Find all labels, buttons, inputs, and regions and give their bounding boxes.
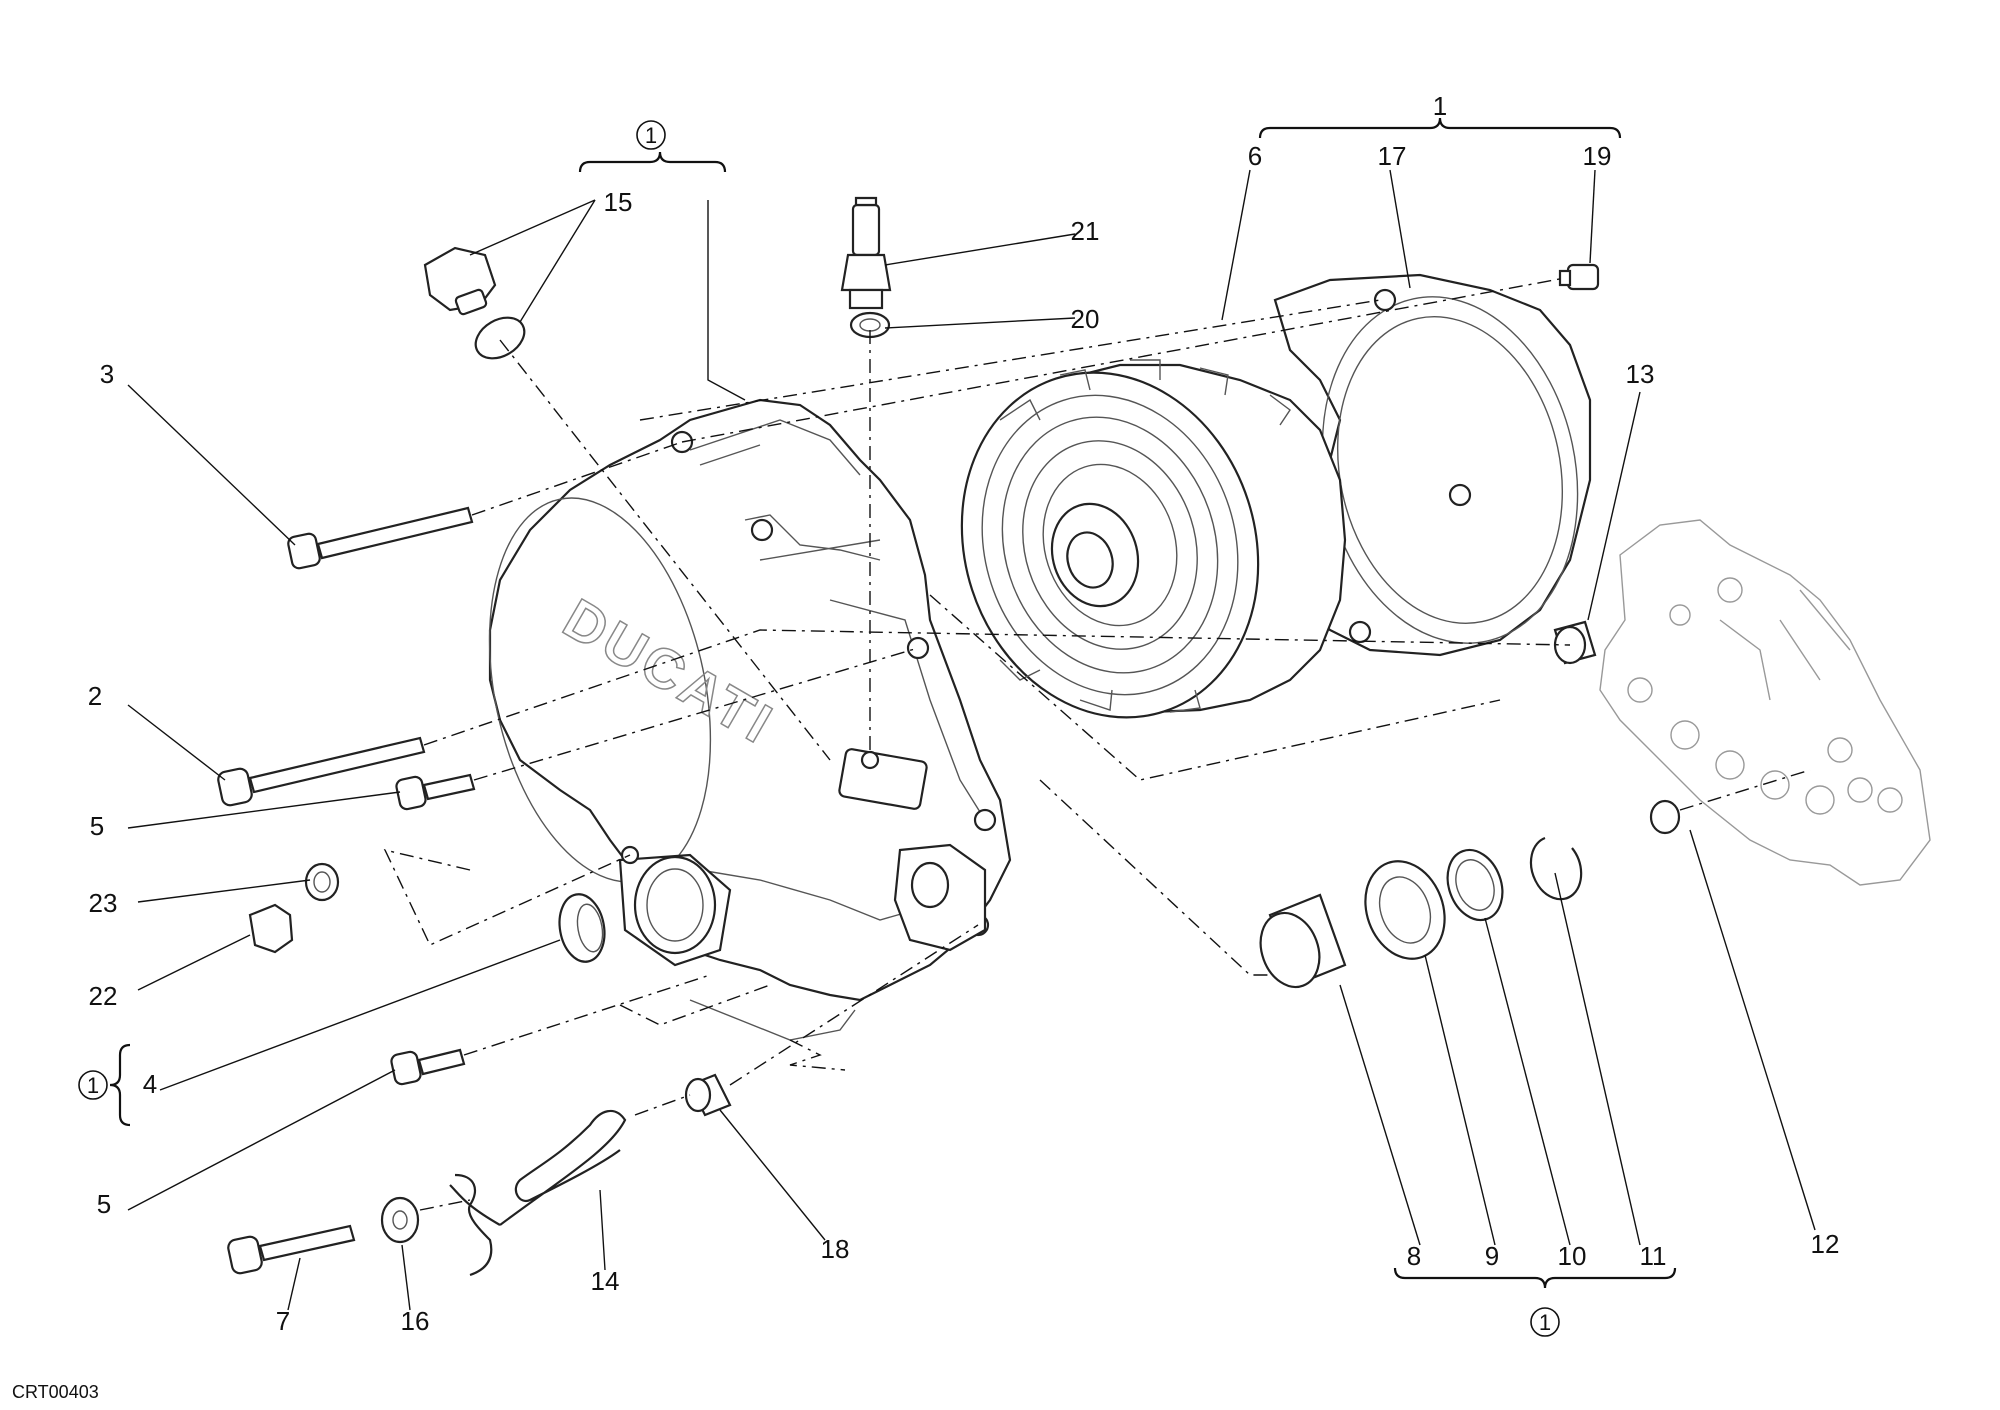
callout-4: 4 bbox=[143, 1069, 157, 1099]
screw-5-lower bbox=[390, 1048, 466, 1086]
bushing-13 bbox=[1553, 620, 1597, 665]
cable-clip-14 bbox=[449, 1109, 627, 1277]
callout-7: 7 bbox=[276, 1306, 290, 1336]
callout-14: 14 bbox=[591, 1266, 620, 1296]
callout-13: 13 bbox=[1626, 359, 1655, 389]
callout-16: 16 bbox=[401, 1306, 430, 1336]
plug-22 bbox=[248, 903, 294, 954]
spacer-8 bbox=[1259, 893, 1347, 989]
callout-3: 3 bbox=[100, 359, 114, 389]
circled-marker-left: 1 bbox=[78, 1070, 108, 1100]
oil-filler-plug bbox=[423, 246, 497, 316]
clutch-cover: DUCATI bbox=[488, 398, 1012, 1041]
screw-3 bbox=[287, 506, 474, 570]
washer-16 bbox=[380, 1196, 420, 1244]
callout-5-upper: 5 bbox=[90, 811, 104, 841]
engine-case-outline bbox=[1599, 519, 1931, 886]
oil-pressure-sender bbox=[840, 196, 892, 310]
clutch-basket-cover bbox=[1273, 273, 1592, 657]
screw-19 bbox=[1558, 263, 1600, 291]
callout-10: 10 bbox=[1558, 1241, 1587, 1271]
callout-2: 2 bbox=[88, 681, 102, 711]
callout-17: 17 bbox=[1378, 141, 1407, 171]
screw-2 bbox=[217, 736, 426, 807]
oil-seal-4 bbox=[558, 893, 606, 963]
callout-23: 23 bbox=[89, 888, 118, 918]
callout-labels: 1 2 3 4 5 5 6 7 8 9 10 11 12 13 14 15 16… bbox=[88, 91, 1840, 1336]
screw-7 bbox=[227, 1224, 356, 1275]
circled-marker-bottom: 1 bbox=[1530, 1307, 1560, 1337]
bearing-9 bbox=[1364, 860, 1446, 960]
callout-15: 15 bbox=[604, 187, 633, 217]
o-ring-12 bbox=[1649, 799, 1681, 835]
circled-marker-top: 1 bbox=[636, 120, 666, 150]
sealing-washer-20 bbox=[849, 311, 891, 339]
callout-12: 12 bbox=[1811, 1229, 1840, 1259]
svg-text:1: 1 bbox=[87, 1073, 99, 1098]
group-brackets bbox=[109, 117, 1677, 1289]
circlip-11 bbox=[1529, 836, 1583, 901]
callout-9: 9 bbox=[1485, 1241, 1499, 1271]
callout-22: 22 bbox=[89, 981, 118, 1011]
callout-21: 21 bbox=[1071, 216, 1100, 246]
callout-8: 8 bbox=[1407, 1241, 1421, 1271]
callout-11: 11 bbox=[1640, 1241, 1667, 1271]
callout-1: 1 bbox=[1433, 91, 1447, 121]
drawing-code: CRT00403 bbox=[12, 1382, 99, 1402]
callout-5-lower: 5 bbox=[97, 1189, 111, 1219]
clutch-plates bbox=[960, 359, 1347, 719]
screw-5-upper bbox=[395, 773, 476, 811]
assembly-center-lines bbox=[383, 277, 1811, 1211]
callout-18: 18 bbox=[821, 1234, 850, 1264]
callout-20: 20 bbox=[1071, 304, 1100, 334]
o-ring-15 bbox=[474, 316, 526, 360]
leader-lines bbox=[127, 169, 1816, 1311]
washer-10 bbox=[1446, 848, 1504, 922]
svg-text:1: 1 bbox=[645, 123, 657, 148]
washer-23 bbox=[304, 862, 340, 902]
callout-19: 19 bbox=[1583, 141, 1612, 171]
callout-6: 6 bbox=[1248, 141, 1262, 171]
svg-text:1: 1 bbox=[1539, 1310, 1551, 1335]
bushing-18 bbox=[684, 1073, 732, 1117]
